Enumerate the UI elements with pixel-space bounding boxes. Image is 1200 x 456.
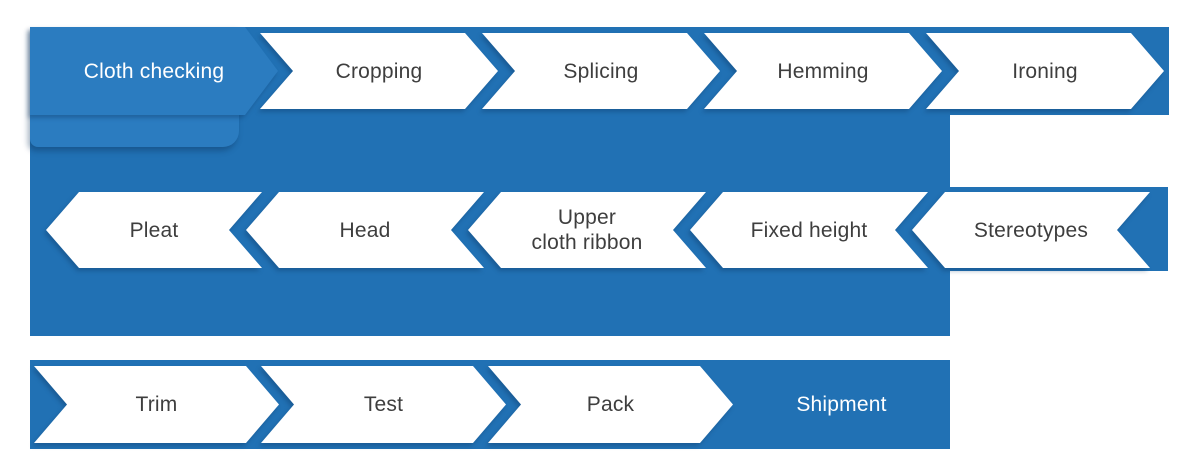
step-pleat: Pleat [46, 192, 262, 268]
step-label: Hemming [777, 59, 869, 83]
step-label: Head [339, 218, 391, 242]
step-fixed-height: Fixed height [690, 192, 928, 268]
step-label: Splicing [563, 59, 639, 83]
step-splicing: Splicing [482, 33, 720, 109]
step-label: Fixed height [750, 218, 868, 242]
step-pack: Pack [488, 366, 733, 443]
step-label: Cloth checking [83, 59, 225, 83]
step-trim: Trim [34, 366, 279, 443]
step-test: Test [261, 366, 506, 443]
step-upper-cloth-ribbon: Upper cloth ribbon [468, 192, 706, 268]
step-stereotypes: Stereotypes [912, 192, 1150, 268]
step-label: Pack [586, 393, 635, 416]
step-shipment: Shipment [733, 366, 950, 443]
step-label: Cropping [335, 59, 423, 83]
step-label: Shipment [796, 392, 887, 416]
step-label: Test [363, 393, 404, 416]
step-label: Stereotypes [973, 218, 1089, 242]
step-cropping: Cropping [260, 33, 498, 109]
step-label: Pleat [129, 218, 179, 242]
step-head: Head [246, 192, 484, 268]
step-cloth-checking: Cloth checking [30, 27, 278, 115]
step-hemming: Hemming [704, 33, 942, 109]
step-ironing: Ironing [926, 33, 1164, 109]
step-label: Upper cloth ribbon [531, 206, 643, 254]
step-label: Ironing [1012, 59, 1078, 83]
step-label: Trim [135, 393, 178, 416]
